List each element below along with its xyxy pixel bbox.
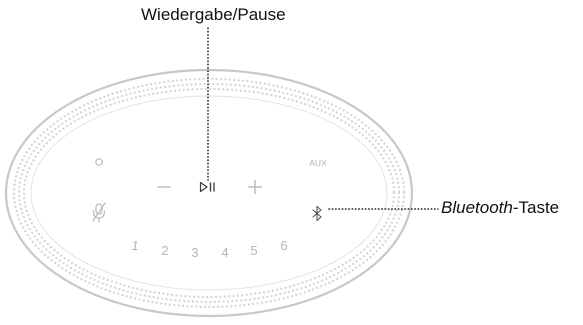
control-panel bbox=[30, 95, 388, 291]
preset-button-4[interactable]: 4 bbox=[221, 245, 228, 260]
bluetooth-callout: Bluetooth-Taste bbox=[441, 198, 559, 218]
bluetooth-callout-suffix: -Taste bbox=[512, 198, 560, 217]
plus-icon[interactable] bbox=[248, 180, 262, 194]
bluetooth-icon[interactable] bbox=[312, 205, 322, 222]
circle-icon[interactable] bbox=[95, 158, 103, 166]
preset-button-2[interactable]: 2 bbox=[161, 243, 168, 258]
preset-button-3[interactable]: 3 bbox=[191, 245, 198, 260]
microphone-off-icon[interactable] bbox=[92, 202, 106, 223]
callout-leaders bbox=[207, 27, 439, 210]
bluetooth-callout-italic: Bluetooth bbox=[441, 198, 513, 217]
preset-button-1[interactable]: 1 bbox=[131, 238, 138, 253]
play-pause-icon[interactable] bbox=[199, 181, 215, 193]
preset-button-5[interactable]: 5 bbox=[250, 243, 257, 258]
preset-button-6[interactable]: 6 bbox=[280, 238, 287, 253]
preset-buttons: 1 2 3 4 5 6 bbox=[131, 238, 287, 260]
aux-label[interactable]: AUX bbox=[309, 158, 327, 168]
speaker-grille-dots bbox=[12, 77, 406, 309]
play-pause-callout: Wiedergabe/Pause bbox=[141, 5, 286, 24]
